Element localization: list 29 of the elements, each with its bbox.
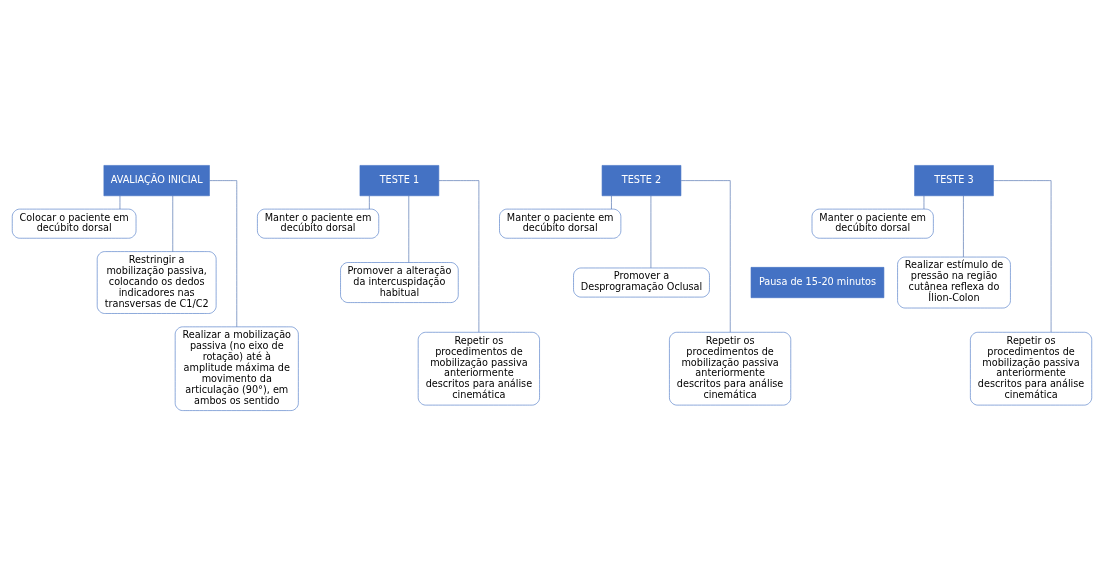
node-box: Realizar estímulo de pressão na região cutânea reflexa do Ílion-Colon [897,256,1011,308]
node-box: TESTE 2 [601,164,682,196]
node-box: AVALIAÇÃO INICIAL [103,164,210,196]
connector [369,195,370,209]
connector [650,195,652,268]
node-box: TESTE 1 [359,164,440,196]
connector [438,179,480,332]
node-box: Realizar a mobilização passiva (no eixo de rotação) até à amplitude máxima de movimento da articulação (90°), em ambos os sentido [174,326,299,411]
node-box: Repetir os procedimentos de mobilização passiva anteriormente descritos para análise cinemática [417,331,540,405]
connector [209,179,238,327]
node-box: Manter o paciente em decúbito dorsal [499,208,622,239]
node-box: Promover a Desprogramação Oclusal [573,267,710,297]
node-box: Repetir os procedimentos de mobilização passiva anteriormente descritos para análise cinemática [669,331,792,405]
connector [923,195,925,209]
connector [611,195,612,209]
node-box: TESTE 3 [914,164,994,196]
connector [963,195,964,257]
node-box: Manter o paciente em decúbito dorsal [257,208,380,239]
connector [993,179,1052,332]
connector [680,179,731,332]
node-box: Restringir a mobilização passiva, colocando os dedos indicadores nas transversas de C1/C2 [96,250,217,314]
node-box: Promover a alteração da intercuspidação habitual [340,261,459,303]
node-box: Colocar o paciente em decúbito dorsal [11,208,137,239]
connector [119,195,121,209]
connector [408,195,410,263]
node-box: Manter o paciente em decúbito dorsal [811,208,934,239]
node-box: Repetir os procedimentos de mobilização passiva anteriormente descritos para análise cinemática [970,331,1093,405]
node-box: Pausa de 15-20 minutos [750,266,885,298]
connector [172,195,174,252]
